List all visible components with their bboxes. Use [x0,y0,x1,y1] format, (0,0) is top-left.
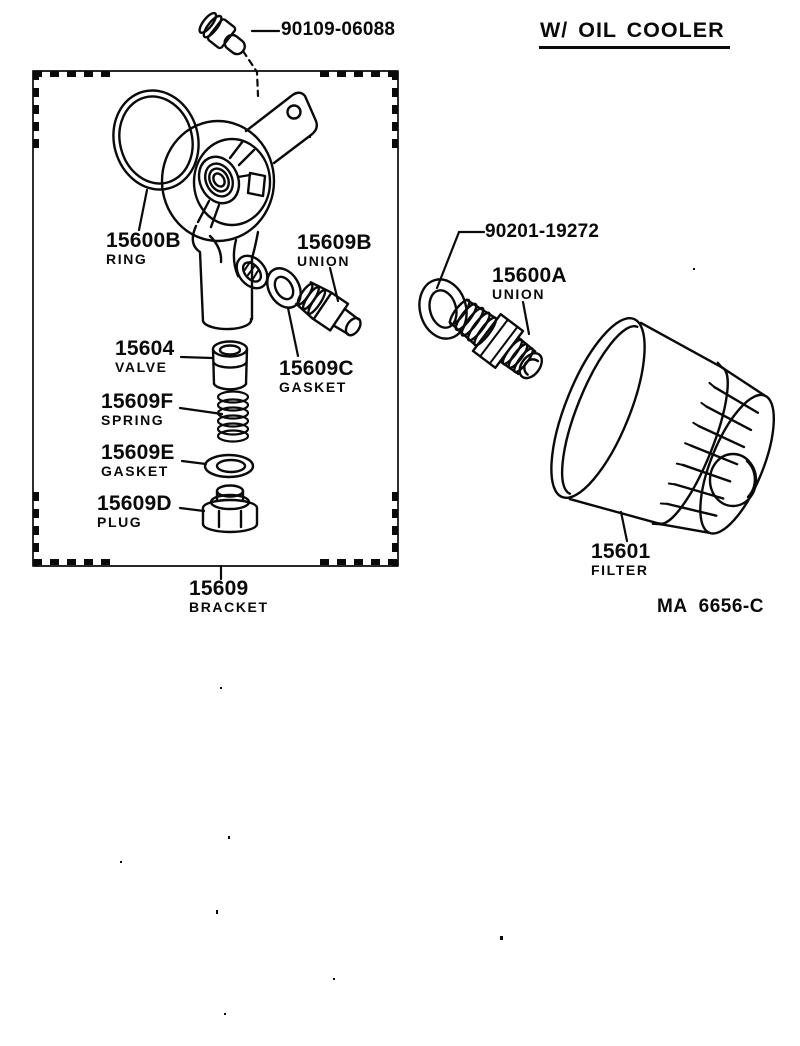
leader-15600B [137,188,149,232]
union-a-drawing [448,298,544,380]
part-number: 15609 [189,577,249,600]
part-name: UNION [492,286,546,302]
leader-90201-19272 [435,230,486,290]
oil-filter-drawing [550,316,776,535]
part-name: BRACKET [189,599,269,615]
union-b-drawing [295,281,362,337]
part-number: 15601 [591,540,651,563]
part-name: RING [106,251,148,267]
part-number: 90201-19272 [485,221,600,242]
part-name: GASKET [279,379,347,395]
part-number: 15604 [115,337,175,360]
leader-15600A [521,300,531,336]
part-label-15604: 15604 VALVE [115,337,175,375]
part-label-90109-06088: 90109-06088 [281,19,396,40]
leader-15609D [178,506,206,513]
part-label-15609B: 15609B UNION [297,231,372,269]
scan-artifact-dots [120,136,695,1015]
variant-title: W/ OIL COOLER [539,18,730,49]
valve-drawing [211,340,249,391]
bracket-drawing [160,91,319,331]
part-name: GASKET [101,463,169,479]
part-label-15609: 15609 BRACKET [189,577,269,615]
part-label-90201-19272: 90201-19272 [485,221,600,242]
leader-15604 [179,355,214,360]
part-name: FILTER [591,562,649,578]
part-number: 15609C [279,357,354,380]
part-number: 15609F [101,390,174,413]
part-label-15609C: 15609C GASKET [279,357,354,395]
leader-bolt-dashed [241,49,260,98]
part-label-15609D: 15609D PLUG [97,492,172,530]
washer-drawing [418,278,468,340]
part-name: VALVE [115,359,168,375]
part-name: SPRING [101,412,165,428]
part-number: 15600B [106,229,181,252]
part-label-15609E: 15609E GASKET [101,441,175,479]
leader-15609C [286,306,300,358]
leader-lines [137,29,629,581]
plug-drawing [201,484,259,534]
part-name: UNION [297,253,351,269]
figure-code: MA 6656-C [657,596,764,617]
leader-15609F [178,406,224,416]
part-number: 15609E [101,441,175,464]
spring-drawing [216,390,250,443]
part-number: 90109-06088 [281,19,396,40]
part-number: 15600A [492,264,567,287]
part-number: 15609B [297,231,372,254]
part-label-15609F: 15609F SPRING [101,390,174,428]
part-label-15600B: 15600B RING [106,229,181,267]
enclosure-box [32,70,399,567]
bolt-drawing [198,11,246,56]
leader-15609E [180,459,208,466]
leader-15601 [619,510,629,543]
gasket-c-drawing [266,267,302,309]
part-number: 15609D [97,492,172,515]
part-name: PLUG [97,514,143,530]
part-label-15601: 15601 FILTER [591,540,651,578]
part-label-15600A: 15600A UNION [492,264,567,302]
gasket-e-drawing [203,453,255,479]
oring-drawing [112,89,200,191]
